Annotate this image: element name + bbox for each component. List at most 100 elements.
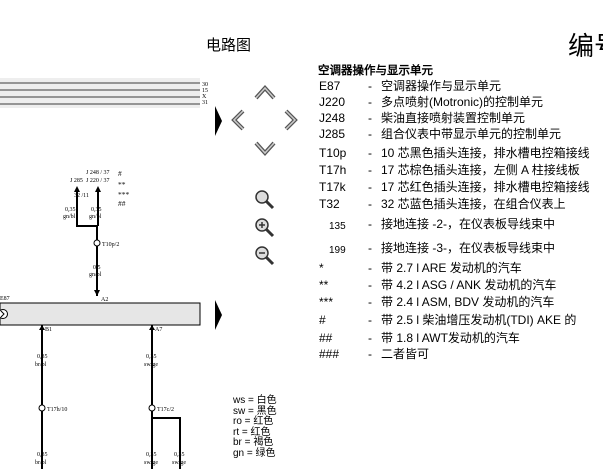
nav-left-icon[interactable] [231, 109, 245, 131]
legend-item-dash: - [368, 331, 372, 345]
legend-item-desc: 17 芯红色插头连接，排水槽电控箱接线 [381, 180, 590, 194]
color-key-name: 绿色 [255, 447, 276, 459]
nav-down-icon[interactable] [254, 141, 276, 156]
legend-item-code: T10p [319, 146, 347, 160]
next-page-arrow-icon-lower[interactable] [215, 300, 222, 330]
wire3-size: 0,5 [93, 265, 101, 271]
wire4-size: 0,35 [37, 354, 48, 360]
wire6-color: br/bl [35, 460, 47, 466]
legend-item-dash: - [368, 261, 372, 275]
page-code: 编号 [568, 31, 603, 61]
color-key-item: sw = 黑色 [233, 405, 277, 418]
color-key-name: 红色 [253, 416, 274, 427]
legend-item-code: *** [319, 295, 334, 309]
legend-item-dash: - [368, 180, 372, 194]
legend-item-code: ** [319, 278, 329, 292]
wire8-size: 0,35 [174, 452, 185, 458]
mark-double-star: ** [118, 180, 126, 189]
legend-item-code: ### [319, 347, 340, 361]
legend-item-desc: 带 2.5 l 柴油增压发动机(TDI) AKE 的 [381, 313, 577, 327]
color-key-item: rt = 红色 [233, 426, 277, 439]
j248-label: J 248 / 37 [86, 170, 110, 176]
legend-item-code: J285 [319, 127, 346, 141]
legend-item-dash: - [368, 347, 372, 361]
t17c-connector-icon [148, 404, 156, 412]
color-key-equals: = [245, 405, 257, 417]
legend-item-code: * [319, 261, 324, 275]
legend-item-code: T17h [319, 163, 347, 177]
color-key-equals: = [241, 437, 254, 448]
color-key-abbr: sw [233, 405, 246, 417]
legend-item-dash: - [368, 163, 372, 177]
legend-item-dash: - [368, 127, 372, 141]
legend-title: 空调器操作与显示单元 [318, 65, 433, 77]
legend-item-desc: 接地连接 -2-，在仪表板导线束中 [381, 217, 556, 231]
legend-item-code: 135 [329, 221, 346, 232]
color-key-abbr: ws [233, 395, 246, 406]
wire5-size: 0,35 [146, 354, 157, 360]
e87-label: E87 [0, 296, 10, 302]
legend-item-desc: 组合仪表中带显示单元的控制单元 [381, 127, 562, 141]
legend-item-code: T17k [319, 180, 346, 194]
a2-label: A2 [101, 297, 108, 303]
legend-item-desc: 柴油直接喷射装置控制单元 [381, 111, 526, 125]
legend-item-dash: - [368, 217, 372, 231]
next-page-arrow-icon[interactable] [215, 106, 222, 136]
color-key-equals: = [241, 416, 254, 427]
j285-pin-label: 32 /11 [74, 193, 89, 199]
legend-item-desc: 带 2.7 l ARE 发动机的汽车 [381, 261, 522, 275]
wire7-size: 0,35 [146, 452, 157, 458]
zoom-in-icon[interactable] [255, 218, 275, 238]
color-key-name: 褐色 [253, 437, 274, 448]
wire7-color: sw/ge [144, 460, 158, 466]
zoom-out-icon[interactable] [255, 246, 275, 266]
legend-item-code: J248 [319, 111, 346, 125]
bus-pin-x: X [202, 94, 207, 100]
wire-j285 [76, 192, 97, 227]
legend-item-code: T32 [319, 197, 340, 211]
legend-item-dash: - [368, 278, 372, 292]
b1-label: B1 [45, 327, 52, 333]
t17h-connector-icon [38, 404, 46, 412]
a7-label: A7 [155, 327, 162, 333]
color-key-item: ws = 白色 [233, 395, 277, 407]
legend-item-dash: - [368, 111, 372, 125]
color-key-abbr: br [233, 437, 242, 448]
legend-item-desc: 带 2.4 l ASM, BDV 发动机的汽车 [381, 295, 555, 309]
color-key-name: 白色 [256, 395, 277, 406]
legend-item-code: ## [319, 331, 333, 345]
nav-up-icon[interactable] [254, 85, 276, 100]
t17h-label: T17h/10 [47, 407, 67, 413]
legend-item-code: E87 [319, 79, 341, 93]
legend-item-desc: 接地连接 -3-，在仪表板导线束中 [381, 241, 556, 255]
zoom-fit-icon[interactable] [255, 190, 275, 210]
nav-right-icon[interactable] [284, 109, 298, 131]
wire3-color: gn/bl [89, 272, 102, 278]
mark-triple-star: *** [118, 190, 130, 199]
legend-item-dash: - [368, 79, 372, 93]
j220-label: J 220 / 37 [86, 178, 110, 184]
color-key-abbr: ro [233, 416, 242, 427]
wire6-size: 0,35 [37, 452, 48, 458]
legend-item-desc: 二者皆可 [381, 347, 430, 361]
legend-item-desc: 17 芯棕色插头连接，左侧 A 柱接线板 [381, 163, 580, 177]
color-key-item: gn = 绿色 [233, 447, 277, 460]
color-key-abbr: gn [233, 447, 245, 459]
legend-item-code: # [319, 313, 326, 327]
color-key-name: 黑色 [256, 405, 277, 417]
bus-pin-31: 31 [202, 100, 208, 106]
legend-item-desc: 多点喷射(Motronic)的控制单元 [381, 95, 544, 109]
color-key-equals: = [245, 395, 257, 406]
color-key-abbr: rt [233, 426, 240, 438]
legend-item-desc: 32 芯蓝色插头连接，在组合仪表上 [381, 197, 566, 211]
bus-pin-15: 15 [202, 88, 208, 94]
legend-item-dash: - [368, 146, 372, 160]
t10p-label: T10p/2 [102, 242, 119, 248]
wire4-color: br/bl [35, 362, 47, 368]
color-key-item: ro = 红色 [233, 416, 277, 428]
wire1-size: 0,35 [65, 207, 76, 213]
legend-item-code: J220 [319, 95, 346, 109]
color-key-name: 红色 [250, 426, 271, 438]
j285-label: J 285 [70, 178, 83, 184]
